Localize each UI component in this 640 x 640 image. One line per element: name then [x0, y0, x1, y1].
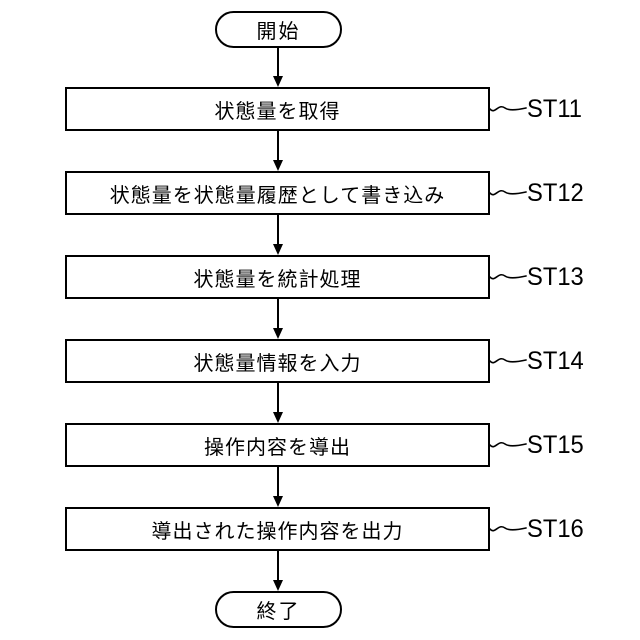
flow-arrow-line	[277, 131, 279, 160]
flow-arrow-head	[273, 496, 283, 507]
step-tag-st11: ST11	[527, 94, 583, 123]
step-tag-st12: ST12	[527, 178, 584, 207]
flow-arrow-head	[273, 328, 283, 339]
squiggle-connector	[489, 106, 527, 112]
terminal-start: 開始	[215, 11, 342, 48]
process-label: 状態量を取得	[214, 100, 341, 123]
process-box-st16: 導出された操作内容を出力	[65, 507, 490, 551]
process-label: 状態量情報を入力	[193, 352, 362, 375]
flow-arrow-line	[277, 299, 279, 328]
flow-arrow-line	[277, 467, 279, 496]
terminal-end-label: 終了	[256, 601, 301, 623]
process-box-st13: 状態量を統計処理	[65, 255, 490, 299]
squiggle-connector	[489, 526, 527, 532]
process-label: 状態量を状態量履歴として書き込み	[109, 184, 446, 207]
step-tag-st14: ST14	[527, 346, 584, 375]
squiggle-connector	[489, 190, 527, 196]
flow-arrow-head	[273, 412, 283, 423]
flow-arrow-head	[273, 76, 283, 87]
flow-arrow-line	[277, 48, 279, 77]
terminal-start-label: 開始	[256, 21, 301, 43]
process-label: 操作内容を導出	[204, 436, 351, 459]
flow-arrow-head	[273, 580, 283, 591]
process-box-st11: 状態量を取得	[65, 87, 490, 131]
flow-arrow-head	[273, 160, 283, 171]
process-box-st15: 操作内容を導出	[65, 423, 490, 467]
flow-arrow-line	[277, 551, 279, 580]
squiggle-connector	[489, 274, 527, 280]
squiggle-connector	[489, 358, 527, 364]
process-box-st12: 状態量を状態量履歴として書き込み	[65, 171, 490, 215]
step-tag-st16: ST16	[527, 514, 584, 543]
process-box-st14: 状態量情報を入力	[65, 339, 490, 383]
flow-arrow-head	[273, 244, 283, 255]
squiggle-connector	[489, 442, 527, 448]
flow-arrow-line	[277, 215, 279, 244]
terminal-end: 終了	[215, 591, 342, 628]
flow-arrow-line	[277, 383, 279, 412]
step-tag-st15: ST15	[527, 430, 584, 459]
process-label: 状態量を統計処理	[193, 268, 362, 291]
step-tag-st13: ST13	[527, 262, 584, 291]
process-label: 導出された操作内容を出力	[151, 520, 404, 543]
